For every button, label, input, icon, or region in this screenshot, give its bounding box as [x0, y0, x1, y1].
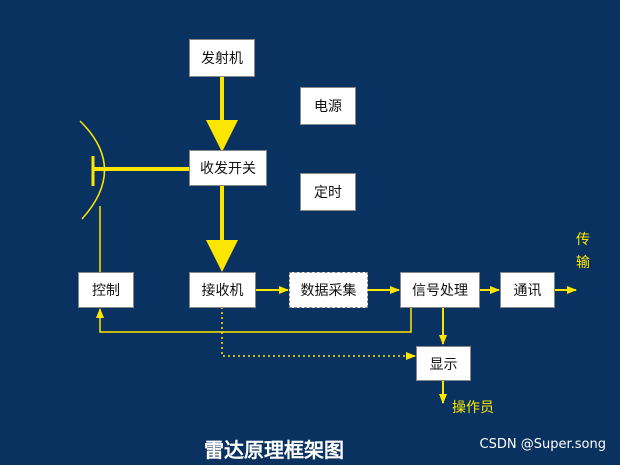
control-label: 控制 — [92, 283, 120, 299]
diagram-title: 雷达原理框架图 — [204, 438, 344, 462]
power-label: 电源 — [314, 99, 342, 115]
receiver-to-display-dotted — [221, 307, 416, 360]
display-label: 显示 — [429, 356, 458, 373]
transmitter-label: 发射机 — [201, 51, 243, 67]
display-block: 显示 — [416, 346, 471, 381]
duplexer-block: 收发开关 — [189, 150, 267, 186]
transmitter-block: 发射机 — [189, 39, 255, 77]
watermark: CSDN @Super.song — [479, 437, 606, 452]
receiver-label: 接收机 — [201, 283, 244, 299]
communication-label: 通讯 — [513, 283, 542, 299]
operator-label: 操作员 — [452, 400, 494, 416]
data-acquisition-label: 数据采集 — [300, 283, 357, 299]
transmission-label: 传输 — [576, 232, 590, 271]
duplexer-label: 收发开关 — [200, 161, 256, 177]
communication-block: 通讯 — [500, 272, 555, 308]
signal-to-control-feedback — [96, 307, 412, 333]
data-acquisition-block: 数据采集 — [289, 272, 368, 308]
signal-processing-block: 信号处理 — [400, 272, 480, 308]
signal-processing-label: 信号处理 — [412, 283, 468, 299]
power-block: 电源 — [300, 87, 356, 125]
timer-label: 定时 — [314, 185, 342, 201]
control-block: 控制 — [78, 272, 134, 308]
receiver-block: 接收机 — [189, 272, 256, 308]
timer-block: 定时 — [300, 173, 356, 211]
